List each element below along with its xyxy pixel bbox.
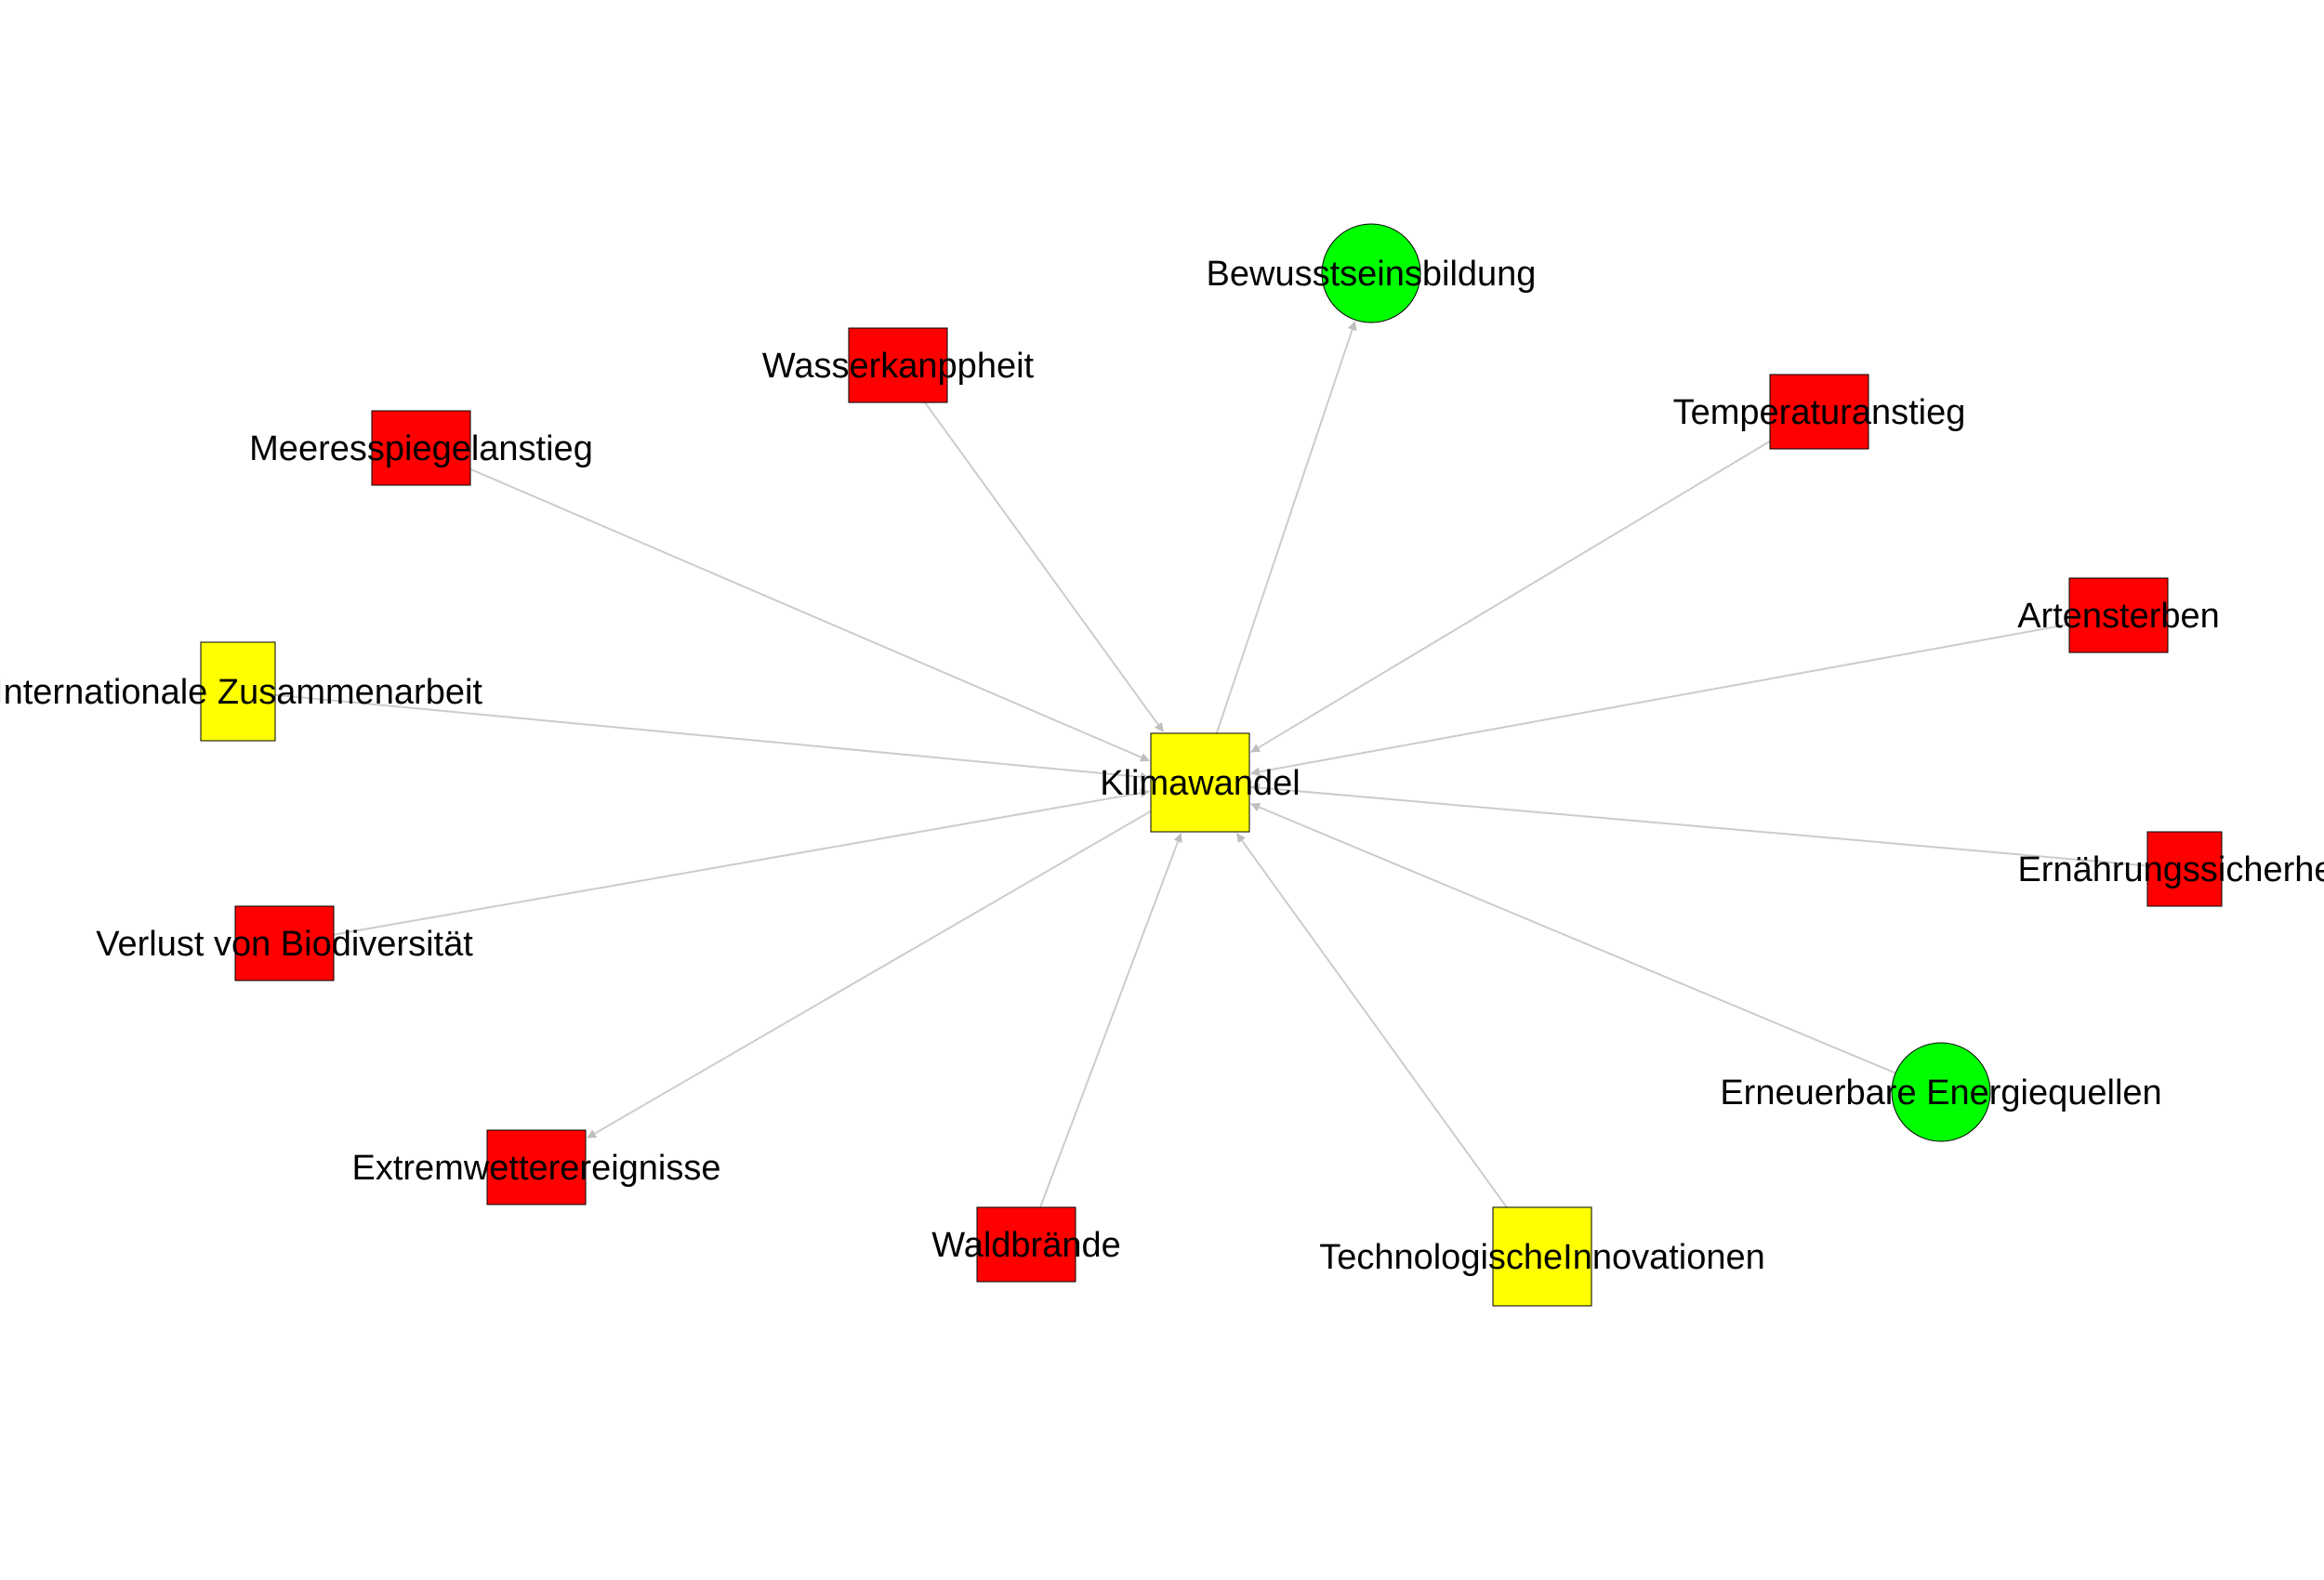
node-label: Klimawandel — [1100, 764, 1300, 803]
node-technologische-innovationen[interactable]: TechnologischeInnovationen — [1319, 1206, 1765, 1307]
node-erneuerbare-energiequellen[interactable]: Erneuerbare Energiequellen — [1720, 1042, 2162, 1142]
node-waldbraende[interactable]: Waldbrände — [931, 1206, 1121, 1283]
node-square — [200, 641, 276, 742]
node-square — [976, 1206, 1076, 1283]
node-square — [1769, 374, 1869, 450]
node-label: Extremwetterereignisse — [351, 1149, 720, 1188]
node-square — [2068, 577, 2169, 653]
nodes-layer: BewusstseinsbildungWasserkanppheitTemper… — [0, 223, 2324, 1307]
node-square — [486, 1129, 587, 1205]
node-label: Wasserkanppheit — [762, 347, 1035, 386]
node-label: TechnologischeInnovationen — [1319, 1238, 1765, 1277]
edge-verlust-biodiversitaet — [284, 788, 1150, 944]
node-extremwetterereignisse[interactable]: Extremwetterereignisse — [351, 1129, 721, 1205]
node-label: Verlust von Biodiversität — [96, 925, 473, 964]
edge-temperaturanstieg — [1250, 411, 1820, 753]
node-artensterben[interactable]: Artensterben — [2017, 577, 2220, 653]
center-node-klimawandel[interactable]: Klimawandel — [1100, 732, 1301, 833]
node-square — [848, 327, 948, 403]
node-label: Bewusstseinsbildung — [1207, 255, 1537, 294]
edge-internationale-zusammenarbeit — [237, 691, 1150, 782]
edge-wasserknappheit — [897, 364, 1164, 732]
edges-layer — [237, 321, 2185, 1257]
node-label: Ernährungssicherheit — [2017, 850, 2324, 889]
edge-bewusstseinsbildung — [1199, 321, 1357, 783]
node-verlust-biodiversitaet[interactable]: Verlust von Biodiversität — [96, 905, 473, 981]
node-label: Erneuerbare Energiequellen — [1720, 1073, 2161, 1113]
node-circle — [1321, 223, 1421, 323]
node-label: Artensterben — [2017, 597, 2220, 636]
node-label: Meeresspiegelanstieg — [249, 429, 593, 468]
node-internationale-zusammenarbeit[interactable]: Internationale Zusammenarbeit — [0, 641, 482, 742]
edge-meeresspiegelanstieg — [420, 447, 1150, 762]
node-meeresspiegelanstieg[interactable]: Meeresspiegelanstieg — [249, 410, 593, 486]
node-square — [234, 905, 335, 981]
node-circle — [1891, 1042, 1991, 1142]
edge-extremwetterereignisse — [587, 782, 1201, 1139]
node-square — [1492, 1206, 1592, 1307]
node-temperaturanstieg[interactable]: Temperaturanstieg — [1673, 374, 1966, 450]
node-square — [1150, 732, 1250, 833]
edge-artensterben — [1250, 614, 2119, 777]
node-label: Temperaturanstieg — [1673, 393, 1966, 432]
node-wasserknappheit[interactable]: Wasserkanppheit — [762, 327, 1035, 403]
edge-erneuerbare-energiequellen — [1250, 802, 1942, 1093]
node-square — [2146, 831, 2223, 907]
node-ernaehrungssicherheit[interactable]: Ernährungssicherheit — [2017, 831, 2324, 907]
edge-ernaehrungssicherheit — [1250, 783, 2185, 870]
node-bewusstseinsbildung[interactable]: Bewusstseinsbildung — [1207, 223, 1537, 323]
edge-technologische-innovationen — [1235, 833, 1543, 1257]
node-square — [371, 410, 471, 486]
node-label: Waldbrände — [931, 1226, 1121, 1265]
edge-waldbraende — [1025, 833, 1182, 1245]
node-label: Internationale Zusammenarbeit — [0, 673, 482, 712]
